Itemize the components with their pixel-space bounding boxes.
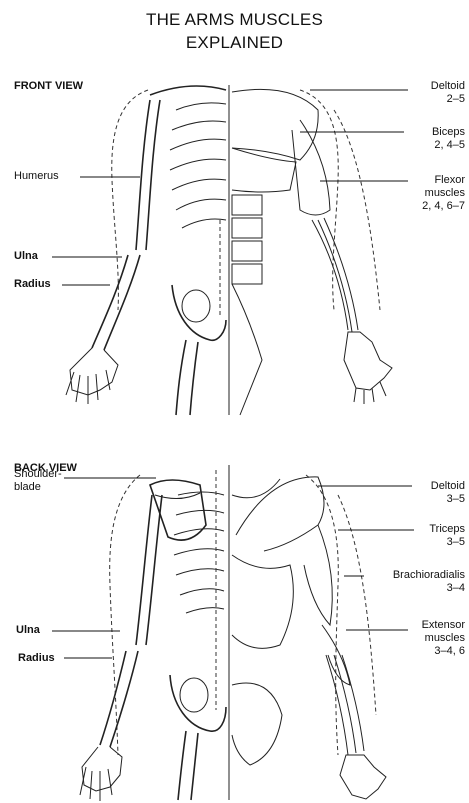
back-trapezius-muscle xyxy=(232,479,293,648)
back-deltoid-muscle xyxy=(236,477,324,551)
front-chest-muscle xyxy=(232,148,296,192)
front-deltoid-name: Deltoid xyxy=(431,80,465,93)
back-ribcage xyxy=(174,492,224,613)
back-deltoid-ref: 3–5 xyxy=(431,493,465,506)
back-ulna-label: Ulna xyxy=(16,624,40,637)
back-view-illustration xyxy=(0,455,469,803)
front-body-outline-left xyxy=(112,90,148,310)
front-right-hand xyxy=(344,332,392,390)
front-view-illustration xyxy=(0,70,469,420)
back-triceps-label: Triceps 3–5 xyxy=(429,523,465,549)
back-triceps-name: Triceps xyxy=(429,523,465,536)
front-flexor-ref: 2, 4, 6–7 xyxy=(422,200,465,213)
shoulder-blade-line1: Shoulder- xyxy=(14,468,62,481)
front-body-outline-right xyxy=(300,90,338,310)
back-humerus-bone xyxy=(136,495,152,645)
front-flexor-name-line2: muscles xyxy=(422,187,465,200)
shoulder-blade-line2: blade xyxy=(14,481,62,494)
front-radius-label: Radius xyxy=(14,278,51,291)
diagram-title-line1: THE ARMS MUSCLES xyxy=(0,10,469,30)
front-ulna-label: Ulna xyxy=(14,250,38,263)
front-deltoid-ref: 2–5 xyxy=(431,93,465,106)
front-femur xyxy=(176,340,186,415)
back-extensor-name-line1: Extensor xyxy=(422,619,465,632)
back-hand-skeleton xyxy=(82,747,122,791)
front-ribcage xyxy=(170,103,226,228)
front-hand-skeleton xyxy=(70,348,118,395)
back-body-outline-left xyxy=(110,475,140,755)
back-brachioradialis-label: Brachioradialis 3–4 xyxy=(393,569,465,595)
back-brachioradialis-ref: 3–4 xyxy=(393,582,465,595)
front-deltoid-muscle xyxy=(232,89,318,160)
back-extensor-label: Extensor muscles 3–4, 6 xyxy=(422,619,465,658)
back-extensor-muscles xyxy=(326,655,364,755)
front-flexor-muscles xyxy=(312,218,358,332)
back-brachioradialis-name: Brachioradialis xyxy=(393,569,465,582)
front-abdominal-muscles xyxy=(232,195,262,284)
back-radius-label: Radius xyxy=(18,652,55,665)
front-biceps-name: Biceps xyxy=(432,126,465,139)
humerus-label: Humerus xyxy=(14,170,59,183)
front-flexor-label: Flexor muscles 2, 4, 6–7 xyxy=(422,174,465,213)
front-clavicle xyxy=(150,86,226,95)
diagram-title-line2: EXPLAINED xyxy=(0,33,469,53)
front-biceps-ref: 2, 4–5 xyxy=(432,139,465,152)
back-right-hand xyxy=(340,755,386,799)
back-triceps-ref: 3–5 xyxy=(429,536,465,549)
front-radius-bone xyxy=(104,255,140,350)
shoulder-blade-label: Shoulder- blade xyxy=(14,468,62,494)
back-extensor-name-line2: muscles xyxy=(422,632,465,645)
front-deltoid-label: Deltoid 2–5 xyxy=(431,80,465,106)
back-deltoid-label: Deltoid 3–5 xyxy=(431,480,465,506)
back-gluteal-muscle xyxy=(232,683,282,765)
back-extensor-ref: 3–4, 6 xyxy=(422,645,465,658)
back-pelvis xyxy=(170,675,226,731)
back-femur xyxy=(178,731,186,800)
front-pelvis xyxy=(172,285,226,340)
front-biceps-label: Biceps 2, 4–5 xyxy=(432,126,465,152)
front-biceps-muscle xyxy=(292,120,330,215)
back-ulna-bone xyxy=(100,651,126,745)
back-triceps-muscle xyxy=(304,525,332,625)
front-flexor-name-line1: Flexor xyxy=(422,174,465,187)
back-deltoid-name: Deltoid xyxy=(431,480,465,493)
